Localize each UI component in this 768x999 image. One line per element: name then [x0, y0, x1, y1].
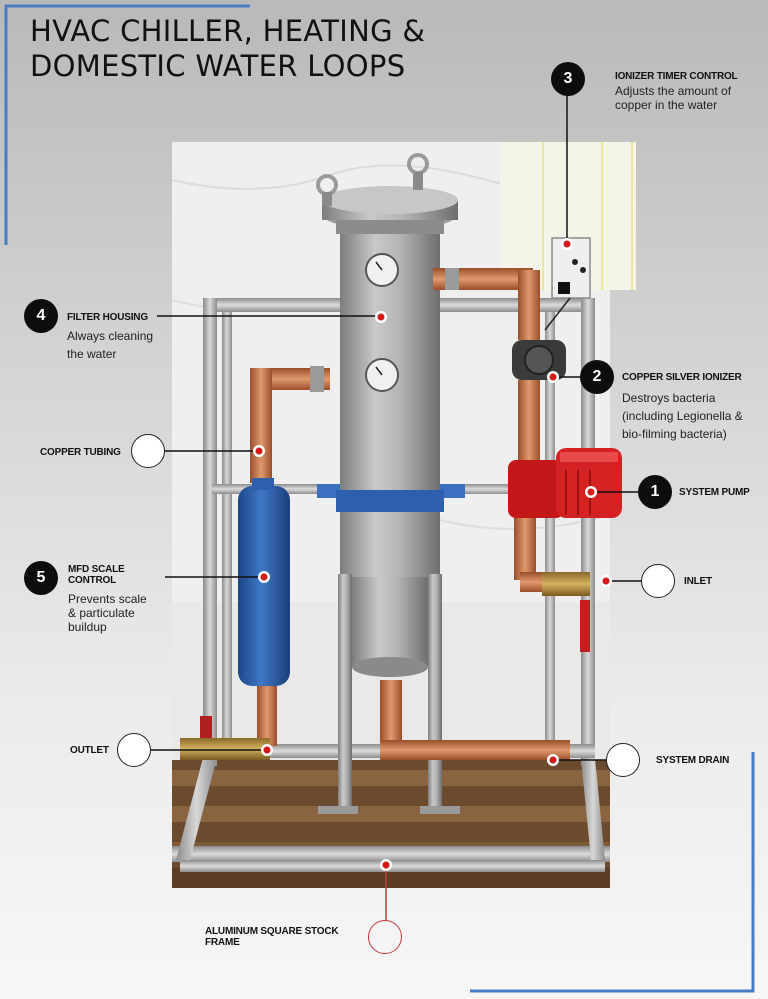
mfd-scale-label-line-1: MFD SCALE — [68, 564, 125, 575]
mfd-scale-label: MFD SCALE CONTROL — [68, 564, 125, 586]
filter-housing-description: Always cleaning the water — [67, 327, 153, 363]
outlet-ring — [117, 733, 151, 767]
copper-silver-ionizer-label: COPPER SILVER IONIZER — [622, 372, 742, 383]
ionizer-timer-desc-line-1: Adjusts the amount of — [615, 84, 732, 98]
system-pump-label: SYSTEM PUMP — [679, 487, 750, 498]
system-drain-label: SYSTEM DRAIN — [656, 755, 730, 766]
ionizer-desc-line-1: Destroys bacteria — [622, 391, 716, 405]
copper-tubing-ring — [131, 434, 165, 468]
mfd-scale-description: Prevents scale & particulate buildup — [68, 592, 147, 634]
copper-piping-drawing — [180, 268, 590, 760]
ionizer-timer-label: IONIZER TIMER CONTROL — [615, 71, 738, 82]
title-line-2: DOMESTIC WATER LOOPS — [30, 49, 406, 83]
frame-label: ALUMINUM SQUARE STOCK FRAME — [205, 926, 339, 948]
filter-housing-drawing — [316, 153, 460, 814]
callout-2-badge: 2 — [580, 360, 614, 394]
frame-label-line-2: FRAME — [205, 937, 240, 948]
mfd-desc-line-2: & particulate — [68, 606, 135, 620]
ionizer-timer-desc-line-2: copper in the water — [615, 98, 718, 112]
callout-4-badge: 4 — [24, 299, 58, 333]
outlet-label: OUTLET — [70, 745, 109, 756]
title-line-1: HVAC CHILLER, HEATING & — [30, 14, 426, 48]
point-markers — [253, 238, 612, 871]
mfd-desc-line-1: Prevents scale — [68, 592, 147, 606]
filter-housing-label: FILTER HOUSING — [67, 312, 148, 323]
copper-silver-ionizer-drawing — [512, 340, 566, 380]
callout-5-badge: 5 — [24, 561, 58, 595]
ionizer-timer-description: Adjusts the amount of copper in the wate… — [615, 84, 731, 112]
inlet-label: INLET — [684, 576, 712, 587]
frame-label-line-1: ALUMINUM SQUARE STOCK — [205, 926, 339, 937]
filter-housing-desc-line-2: the water — [67, 347, 117, 361]
filter-housing-desc-line-1: Always cleaning — [67, 329, 154, 343]
mfd-scale-control-drawing — [238, 478, 290, 686]
page-title: HVAC CHILLER, HEATING & DOMESTIC WATER L… — [30, 14, 425, 84]
system-drain-ring — [606, 743, 640, 777]
frame-ring — [368, 920, 402, 954]
copper-tubing-label: COPPER TUBING — [40, 447, 121, 458]
decorative-corner-lines — [4, 4, 755, 993]
ionizer-desc-line-2: (including Legionella & — [622, 409, 743, 423]
ionizer-desc-line-3: bio-filming bacteria) — [622, 427, 727, 441]
mfd-desc-line-3: buildup — [68, 620, 107, 634]
inlet-ring — [641, 564, 675, 598]
mfd-scale-label-line-2: CONTROL — [68, 575, 117, 586]
copper-silver-ionizer-description: Destroys bacteria (including Legionella … — [622, 389, 743, 443]
callout-1-badge: 1 — [638, 475, 672, 509]
callout-3-badge: 3 — [551, 62, 585, 96]
